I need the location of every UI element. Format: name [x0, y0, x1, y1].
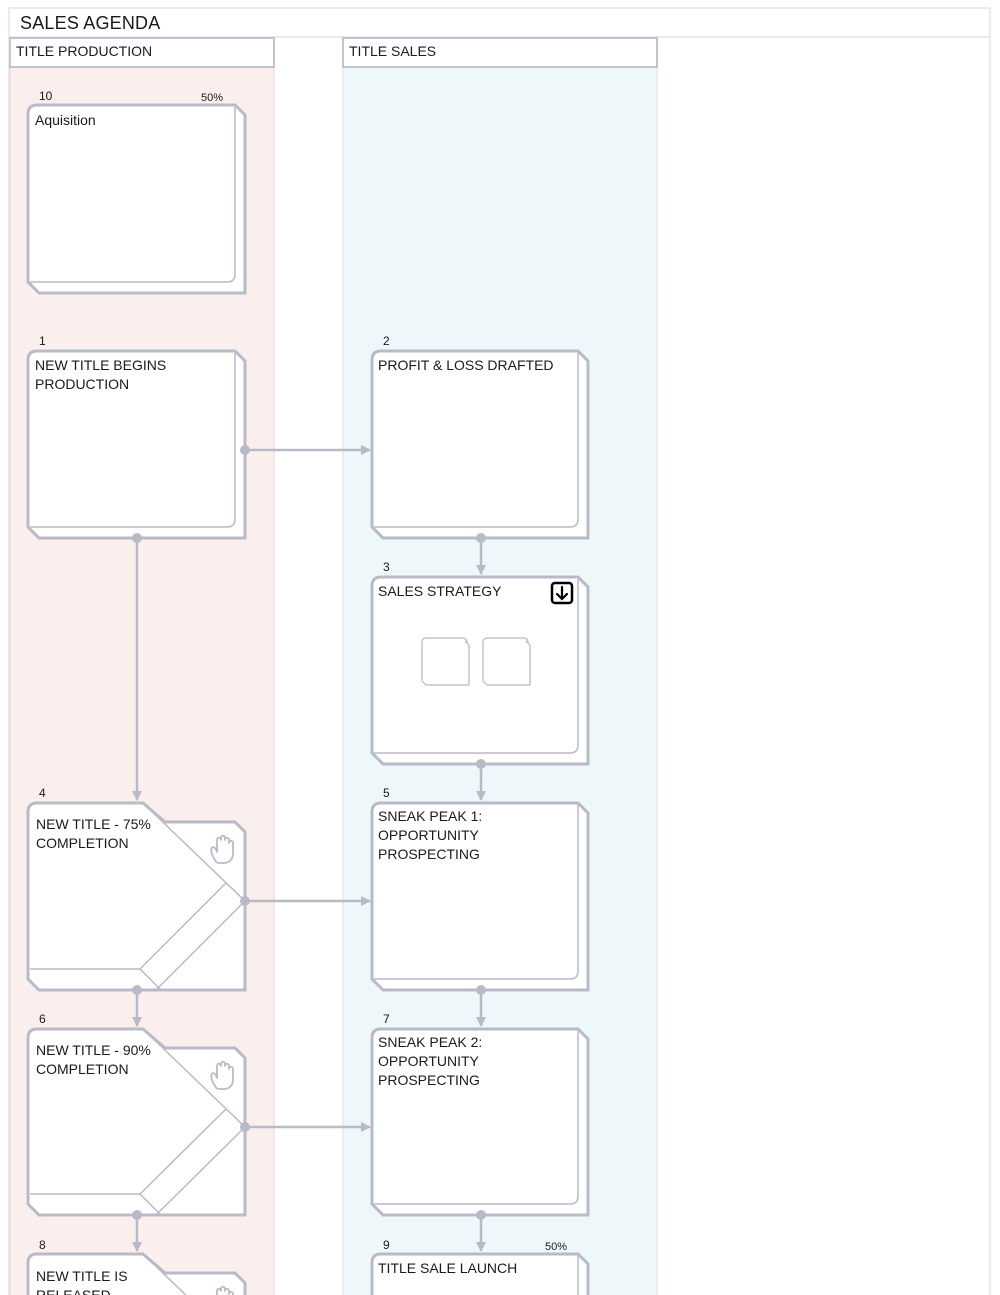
step-number: 6 — [39, 1012, 46, 1026]
step-number: 3 — [383, 560, 390, 574]
step-title: NEW TITLE IS RELEASED — [36, 1268, 128, 1295]
decision-card-new-title-90[interactable] — [26, 1027, 247, 1217]
step-card-profit-loss[interactable] — [370, 349, 590, 540]
step-title: SNEAK PEAK 2: OPPORTUNITY PROSPECTING — [378, 1034, 483, 1088]
step-number: 1 — [39, 334, 46, 348]
step-card-title-sale-launch[interactable] — [370, 1252, 590, 1295]
step-number: 5 — [383, 786, 390, 800]
connector-endpoints — [132, 445, 486, 1220]
step-title: NEW TITLE BEGINS PRODUCTION — [35, 357, 167, 392]
step-title: NEW TITLE - 75% COMPLETION — [36, 816, 151, 851]
step-number: 10 — [39, 89, 53, 103]
board-title: SALES AGENDA — [20, 13, 161, 33]
submap-preview — [421, 637, 531, 686]
step-number: 4 — [39, 786, 46, 800]
step-number: 2 — [383, 334, 390, 348]
step-title: TITLE SALE LAUNCH — [378, 1260, 518, 1276]
step-title: SNEAK PEAK 1: OPPORTUNITY PROSPECTING — [378, 808, 483, 862]
step-card-sales-strategy[interactable] — [370, 575, 590, 766]
step-title: Aquisition — [35, 112, 96, 128]
step-title: PROFIT & LOSS DRAFTED — [378, 357, 554, 373]
lane-label-title-production: TITLE PRODUCTION — [16, 43, 153, 59]
lane-header-title-sales[interactable] — [342, 37, 658, 68]
decision-card-new-title-released[interactable] — [26, 1252, 247, 1295]
step-title: SALES STRATEGY — [378, 583, 502, 599]
step-number: 7 — [383, 1012, 390, 1026]
board-frame — [8, 7, 991, 1295]
step-card-sneak-peak-2[interactable] — [370, 1027, 590, 1217]
step-number: 9 — [383, 1238, 390, 1252]
step-percent: 50% — [201, 92, 224, 104]
step-card-new-title-begins[interactable] — [26, 349, 247, 540]
submap-download-icon[interactable] — [550, 581, 574, 605]
step-card-aquisition[interactable] — [26, 103, 247, 295]
step-card-sneak-peak-1[interactable] — [370, 801, 590, 992]
step-number: 8 — [39, 1238, 46, 1252]
step-percent: 50% — [545, 1241, 568, 1253]
lane-header-title-production[interactable] — [9, 37, 275, 68]
decision-card-new-title-75[interactable] — [26, 801, 247, 992]
lane-label-title-sales: TITLE SALES — [349, 43, 437, 59]
step-title: NEW TITLE - 90% COMPLETION — [36, 1042, 151, 1077]
